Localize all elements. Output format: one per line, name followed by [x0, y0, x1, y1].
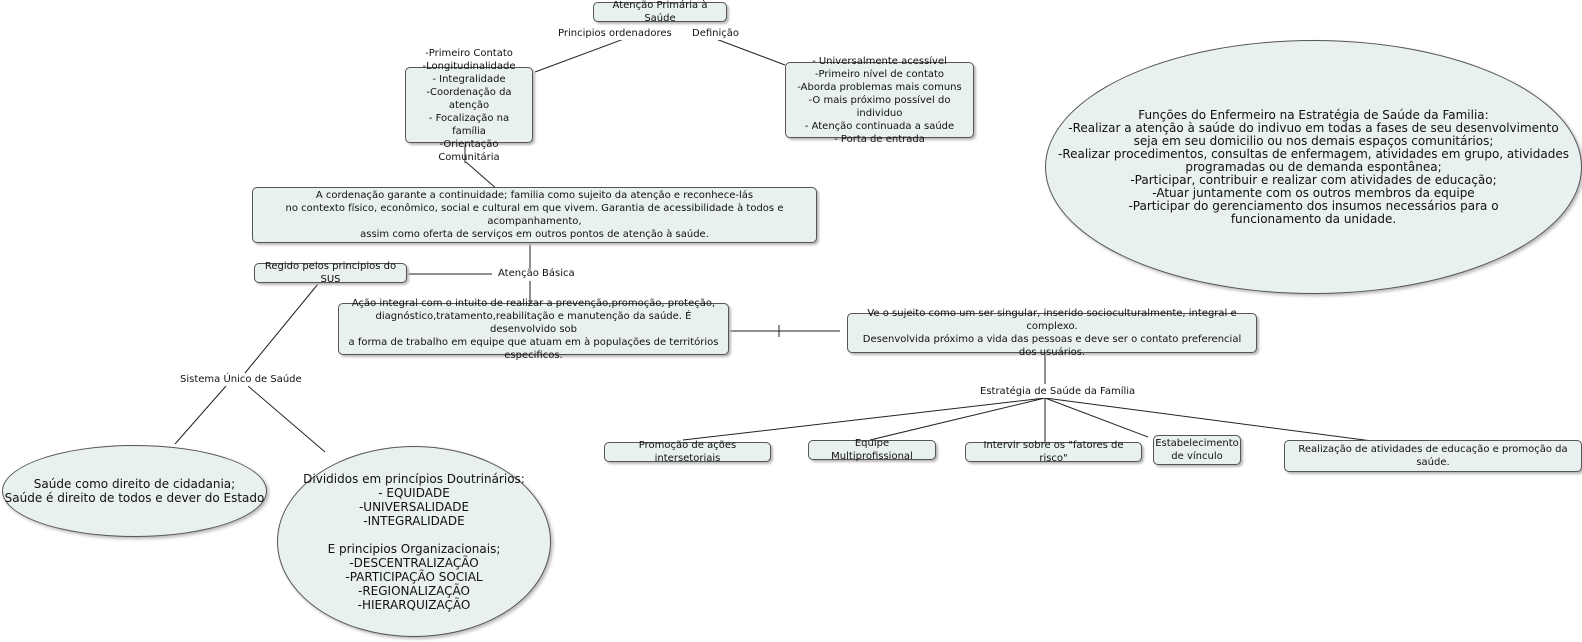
definicao-node[interactable]: - Universalmente acessível -Primeiro nív…	[785, 56, 974, 145]
acao-integral-node[interactable]: Ação integral com o intuito de realizar …	[338, 298, 729, 361]
label-sistema-unico-de-saude: Sistema Único de Saúde	[178, 374, 304, 386]
esf-item-equipe-multiprofissional[interactable]: Equipe Multiprofissional	[808, 438, 936, 462]
esf-item-estabelecimento-vinculo[interactable]: Estabelecimento de vínculo	[1153, 435, 1241, 465]
esf-item-fatores-risco[interactable]: Intervir sobre os "fatores de risco"	[965, 440, 1142, 464]
esf-item-educacao-promocao[interactable]: Realização de atividades de educação e p…	[1284, 440, 1582, 472]
principios-sus-node[interactable]: Divididos em princípios Doutrinários: - …	[277, 446, 551, 637]
sujeito-singular-node[interactable]: Ve o sujeito como um ser singular, inser…	[847, 308, 1257, 358]
funcoes-enfermeiro-node[interactable]: Funções do Enfermeiro na Estratégia de S…	[1045, 40, 1582, 294]
esf-item-promocao-acoes[interactable]: Promoção de ações intersetoriais	[604, 440, 771, 464]
label-principios-ordenadores: Principios ordenadores	[556, 28, 674, 40]
regido-sus-node[interactable]: Regido pelos principios do SUS	[254, 261, 407, 285]
root-node[interactable]: Atenção Primária à Saúde	[593, 0, 727, 24]
label-atencao-basica: Atenção Básica	[496, 268, 577, 280]
label-estrategia-saude-familia: Estratégia de Saúde da Família	[978, 386, 1138, 398]
principios-ordenadores-node[interactable]: -Primeiro Contato -Longitudinalidade - I…	[405, 48, 533, 163]
label-definicao: Definição	[690, 28, 742, 40]
coordenacao-node[interactable]: A cordenação garante a continuidade; fam…	[252, 187, 817, 243]
direito-cidadania-node[interactable]: Saúde como direito de cidadania; Saúde é…	[2, 445, 267, 537]
